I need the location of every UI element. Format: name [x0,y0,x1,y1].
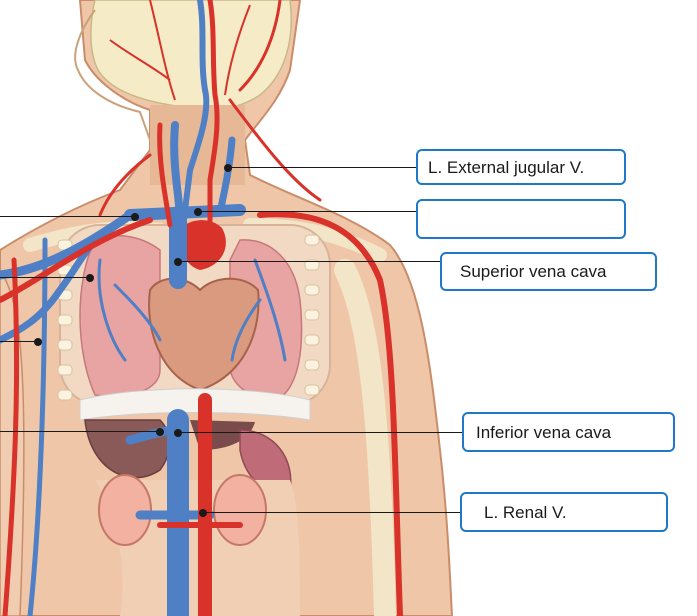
leader-left-4 [0,431,160,432]
right-lung [79,234,161,397]
leader-dot-blank [194,208,202,216]
leader-dot-left-3 [34,338,42,346]
face-profile [74,9,151,141]
leader-l-renal [203,512,461,513]
right-kidney [98,474,152,546]
ribs-right [304,234,320,396]
leader-blank [198,211,416,212]
label-superior-vena-cava: Superior vena cava [440,252,657,291]
leader-dot-l-renal [199,509,207,517]
leader-dot-external-jugular [224,164,232,172]
leader-left-3 [0,341,38,342]
right-humerus [334,259,396,616]
leader-dot-inferior-vena-cava [174,429,182,437]
leader-superior-vena-cava [178,261,440,262]
label-external-jugular: L. External jugular V. [416,149,626,185]
leader-dot-superior-vena-cava [174,258,182,266]
veins [0,0,287,616]
label-blank-answer[interactable] [416,199,626,239]
leader-dot-left-1 [131,213,139,221]
heart [148,277,260,392]
leader-left-2 [0,277,90,278]
diaphragm [79,388,311,421]
label-l-renal: L. Renal V. [460,492,668,532]
left-kidney [213,474,267,546]
arteries [0,0,403,616]
heart-top [180,220,226,270]
leader-external-jugular [228,167,416,168]
leader-inferior-vena-cava [178,432,462,433]
head-vessels [109,0,251,101]
leader-dot-left-4 [156,428,164,436]
leader-left-1 [0,216,135,217]
label-inferior-vena-cava: Inferior vena cava [462,412,675,452]
leader-dot-left-2 [86,274,94,282]
